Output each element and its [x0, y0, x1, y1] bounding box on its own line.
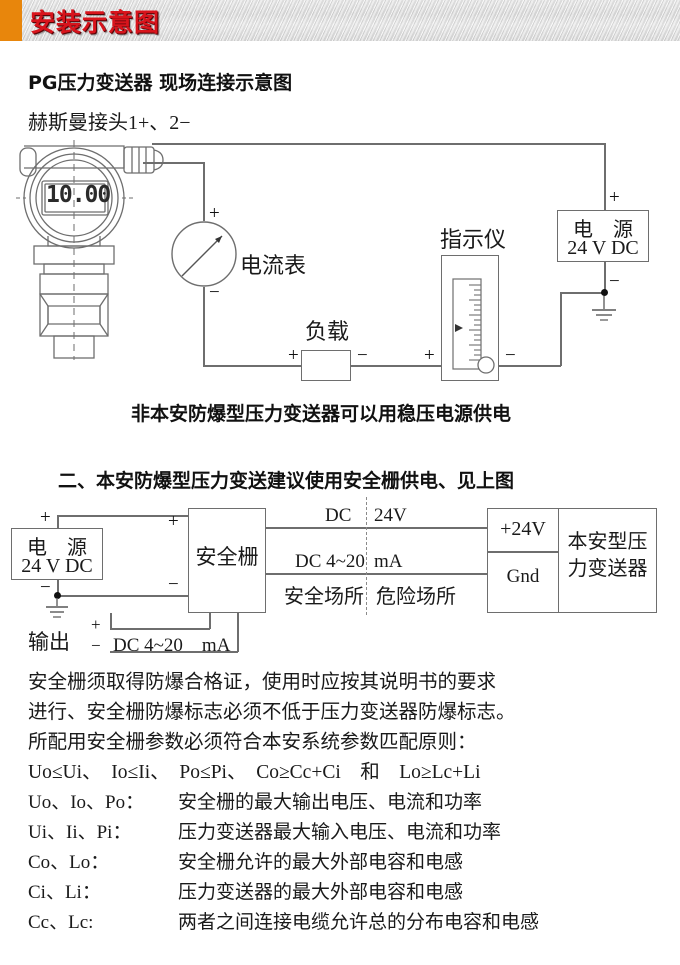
output-value: DC 4~20 mA [113, 635, 231, 656]
wire-power-minus-1 [604, 261, 606, 293]
load-label: 负载 [305, 319, 350, 344]
wire-ground-node-rail [560, 292, 605, 294]
earth-ground-symbol-1 [592, 296, 616, 321]
indicator-plus-sign: + [424, 345, 435, 366]
safety-barrier-box [188, 508, 266, 613]
definition-description: 两者之间连接电缆允许总的分布电容和电感 [178, 912, 540, 933]
definition-description: 安全栅的最大输出电压、电流和功率 [178, 792, 483, 813]
ammeter-label: 电流表 [240, 253, 307, 278]
pressure-transmitter-drawing [16, 140, 164, 360]
zone-divider-dashed-line [366, 497, 367, 615]
wire-power2-plus-right [57, 515, 189, 517]
power-supply-box-2 [11, 528, 103, 580]
power-supply-box-1 [557, 210, 649, 262]
wire-output-plus-line [110, 628, 210, 630]
parameter-matching-formula: Uo≤Ui、 Io≤Ii、 Po≤Pi、 Co≥Cc+Ci 和 Lo≥Lc+Li [28, 762, 481, 783]
intrinsically-safe-transmitter-label: 本安型压 力变送器 [567, 531, 648, 580]
diagram2-heading: 二、本安防爆型压力变送建议使用安全栅供电、见上图 [58, 470, 515, 492]
definition-term: Ui、Ii、Pi： [28, 822, 132, 843]
definition-description: 安全栅允许的最大外部电容和电感 [178, 852, 464, 873]
definition-row: Uo、Io、Po： 安全栅的最大输出电压、电流和功率 [28, 788, 668, 818]
wire-rail-to-load [203, 365, 301, 367]
indicator-minus-sign: − [505, 345, 516, 366]
definition-description: 压力变送器的最大外部电容和电感 [178, 882, 464, 903]
terminal-label-plus24v: +24V [500, 518, 546, 540]
wire-ammeter-to-rail [203, 287, 205, 366]
indicator-label: 指示仪 [440, 227, 507, 252]
wire-power2-minus-right [57, 595, 189, 597]
wire-barrier-out-bottom [265, 573, 487, 575]
terminal-label-gnd: Gnd [506, 566, 540, 587]
barrier-input-plus-sign: + [168, 511, 179, 532]
wire-indicator-to-ground [499, 365, 561, 367]
note-line-3: 所配用安全栅参数必须符合本安系统参数匹配原则： [28, 732, 477, 753]
header-accent-bar [0, 0, 22, 41]
line-label-dc24v-right: 24V [374, 505, 407, 526]
power-supply-name-1: 电 源 [573, 219, 633, 241]
definition-row: Ui、Ii、Pi： 压力变送器最大输入电压、电流和功率 [28, 818, 668, 848]
wire-power2-plus-up [57, 515, 59, 529]
page-header: 安装示意图 [0, 0, 680, 41]
transmitter-display-value: 10.00 [46, 182, 111, 208]
power-minus-sign-1: − [609, 271, 620, 292]
line-label-420ma-left: DC 4~20 [295, 551, 365, 572]
definition-term: Co、Lo： [28, 852, 110, 873]
wire-supply-positive [152, 143, 604, 145]
wire-barrier-out-top [265, 527, 487, 529]
power-plus-sign-2: + [40, 507, 51, 528]
junction-dot-2 [54, 592, 61, 599]
definition-term: Cc、Lc: [28, 912, 94, 933]
power-supply-name-2: 电 源 [27, 537, 87, 559]
power-plus-sign-1: + [609, 187, 620, 208]
wire-output-minus-riser [237, 613, 239, 652]
indicator-indicator-lamp [477, 356, 495, 374]
definition-row: Cc、Lc: 两者之间连接电缆允许总的分布电容和电感 [28, 908, 668, 938]
definition-row: Ci、Li： 压力变送器的最大外部电容和电感 [28, 878, 668, 908]
note-line-1: 安全栅须取得防爆合格证，使用时应按其说明书的要求 [28, 672, 497, 693]
ammeter-plus-sign: + [209, 203, 220, 224]
power-supply-value-2: 24 V DC [21, 555, 93, 577]
notes-block: 安全栅须取得防爆合格证，使用时应按其说明书的要求 进行、安全栅防爆标志必须不低于… [28, 668, 668, 938]
wire-load-to-indicator [351, 365, 441, 367]
output-minus-sign: − [91, 636, 101, 655]
intrinsically-safe-transmitter-box [558, 508, 657, 613]
ammeter-minus-sign: − [209, 282, 220, 303]
hirschmann-connector-label: 赫斯曼接头1+、2− [28, 112, 191, 134]
wire-output-plus-riser [209, 613, 211, 629]
power-supply-value-1: 24 V DC [567, 237, 639, 259]
wire-transmitter-out [143, 162, 205, 164]
terminal-divider-line [488, 551, 558, 553]
definition-term: Ci、Li： [28, 882, 101, 903]
zone-label-hazard: 危险场所 [376, 586, 456, 608]
safety-barrier-label: 安全栅 [195, 545, 259, 569]
earth-ground-symbol-2 [46, 598, 68, 618]
load-box [301, 350, 351, 381]
definition-term: Uo、Io、Po： [28, 792, 145, 813]
ammeter-symbol [171, 221, 237, 287]
wire-up-to-ground-node [560, 292, 562, 366]
junction-dot-1 [601, 289, 608, 296]
load-plus-sign: + [288, 345, 299, 366]
line-label-420ma-right: mA [374, 551, 403, 572]
indicator-scale [452, 278, 482, 370]
diagram1-heading: PG压力变送器 现场连接示意图 [28, 72, 293, 94]
definition-row: Co、Lo： 安全栅允许的最大外部电容和电感 [28, 848, 668, 878]
wire-output-plus-drop [110, 613, 112, 629]
line-label-dc24v-left: DC [325, 505, 352, 526]
wire-output-minus-line [110, 651, 238, 653]
wire-power-plus-1 [604, 143, 606, 211]
power-minus-sign-2: − [40, 577, 51, 598]
wire-power2-minus-down [57, 580, 59, 596]
diagram1-caption: 非本安防爆型压力变送器可以用稳压电源供电 [131, 403, 512, 425]
page-title: 安装示意图 [30, 8, 161, 37]
zone-label-safe: 安全场所 [284, 586, 364, 608]
wire-to-ammeter [203, 162, 205, 221]
load-minus-sign: − [357, 345, 368, 366]
note-line-2: 进行、安全栅防爆标志必须不低于压力变送器防爆标志。 [28, 702, 516, 723]
barrier-input-minus-sign: − [168, 574, 179, 595]
output-label: 输出 [28, 630, 70, 654]
output-plus-sign: + [91, 615, 101, 634]
definition-description: 压力变送器最大输入电压、电流和功率 [178, 822, 502, 843]
